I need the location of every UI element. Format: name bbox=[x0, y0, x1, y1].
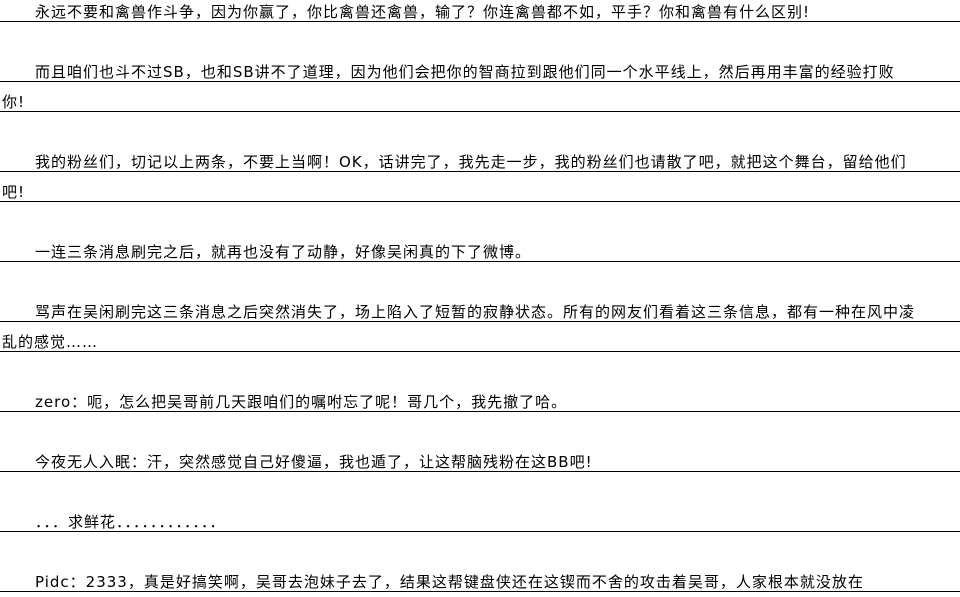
paragraph-text: 而且咱们也斗不过SB，也和SB讲不了道理，因为他们会把你的智商拉到跟他们同一个水… bbox=[35, 63, 895, 81]
blank-line bbox=[0, 262, 960, 292]
paragraph-text: 吧! bbox=[2, 183, 26, 201]
blank-line bbox=[0, 22, 960, 52]
text-line: 吧! bbox=[0, 172, 960, 202]
paragraph-text: 永远不要和禽兽作斗争，因为你赢了，你比禽兽还禽兽，输了？你连禽兽都不如，平手？你… bbox=[35, 3, 811, 21]
text-line: 一连三条消息刷完之后，就再也没有了动静，好像吴闲真的下了微博。 bbox=[0, 232, 960, 262]
blank-line bbox=[0, 532, 960, 562]
blank-line bbox=[0, 202, 960, 232]
paragraph-text: 一连三条消息刷完之后，就再也没有了动静，好像吴闲真的下了微博。 bbox=[35, 243, 532, 261]
text-line: Pidc：2333，真是好搞笑啊，吴哥去泡妹子去了，结果这帮键盘侠还在这锲而不舍… bbox=[0, 562, 960, 592]
paragraph-text: 我的粉丝们，切记以上两条，不要上当啊！OK，话讲完了，我先走一步，我的粉丝们也请… bbox=[35, 153, 907, 171]
paragraph-text: 骂声在吴闲刷完这三条消息之后突然消失了，场上陷入了短暂的寂静状态。所有的网友们看… bbox=[35, 303, 916, 321]
text-line: 乱的感觉…… bbox=[0, 322, 960, 352]
blank-line bbox=[0, 472, 960, 502]
paragraph-text: 你! bbox=[2, 93, 26, 111]
blank-line bbox=[0, 412, 960, 442]
text-line: 而且咱们也斗不过SB，也和SB讲不了道理，因为他们会把你的智商拉到跟他们同一个水… bbox=[0, 52, 960, 82]
blank-line bbox=[0, 112, 960, 142]
text-line: 骂声在吴闲刷完这三条消息之后突然消失了，场上陷入了短暂的寂静状态。所有的网友们看… bbox=[0, 292, 960, 322]
paragraph-text: 乱的感觉…… bbox=[2, 333, 99, 351]
text-line: 永远不要和禽兽作斗争，因为你赢了，你比禽兽还禽兽，输了？你连禽兽都不如，平手？你… bbox=[0, 0, 960, 22]
blank-line bbox=[0, 352, 960, 382]
paragraph-text: Pidc：2333，真是好搞笑啊，吴哥去泡妹子去了，结果这帮键盘侠还在这锲而不舍… bbox=[35, 573, 864, 591]
text-line: zero：呃，怎么把吴哥前几天跟咱们的嘱咐忘了呢！哥几个，我先撤了哈。 bbox=[0, 382, 960, 412]
text-line: 今夜无人入眠：汗，突然感觉自己好傻逼，我也遁了，让这帮脑残粉在这BB吧! bbox=[0, 442, 960, 472]
text-line: 我的粉丝们，切记以上两条，不要上当啊！OK，话讲完了，我先走一步，我的粉丝们也请… bbox=[0, 142, 960, 172]
text-line: 你! bbox=[0, 82, 960, 112]
paragraph-text: 今夜无人入眠：汗，突然感觉自己好傻逼，我也遁了，让这帮脑残粉在这BB吧! bbox=[35, 453, 593, 471]
paragraph-text: ．．．求鲜花．．．．．．．．．．．． bbox=[35, 513, 226, 531]
paragraph-text: zero：呃，怎么把吴哥前几天跟咱们的嘱咐忘了呢！哥几个，我先撤了哈。 bbox=[35, 393, 568, 411]
text-line: ．．．求鲜花．．．．．．．．．．．． bbox=[0, 502, 960, 532]
